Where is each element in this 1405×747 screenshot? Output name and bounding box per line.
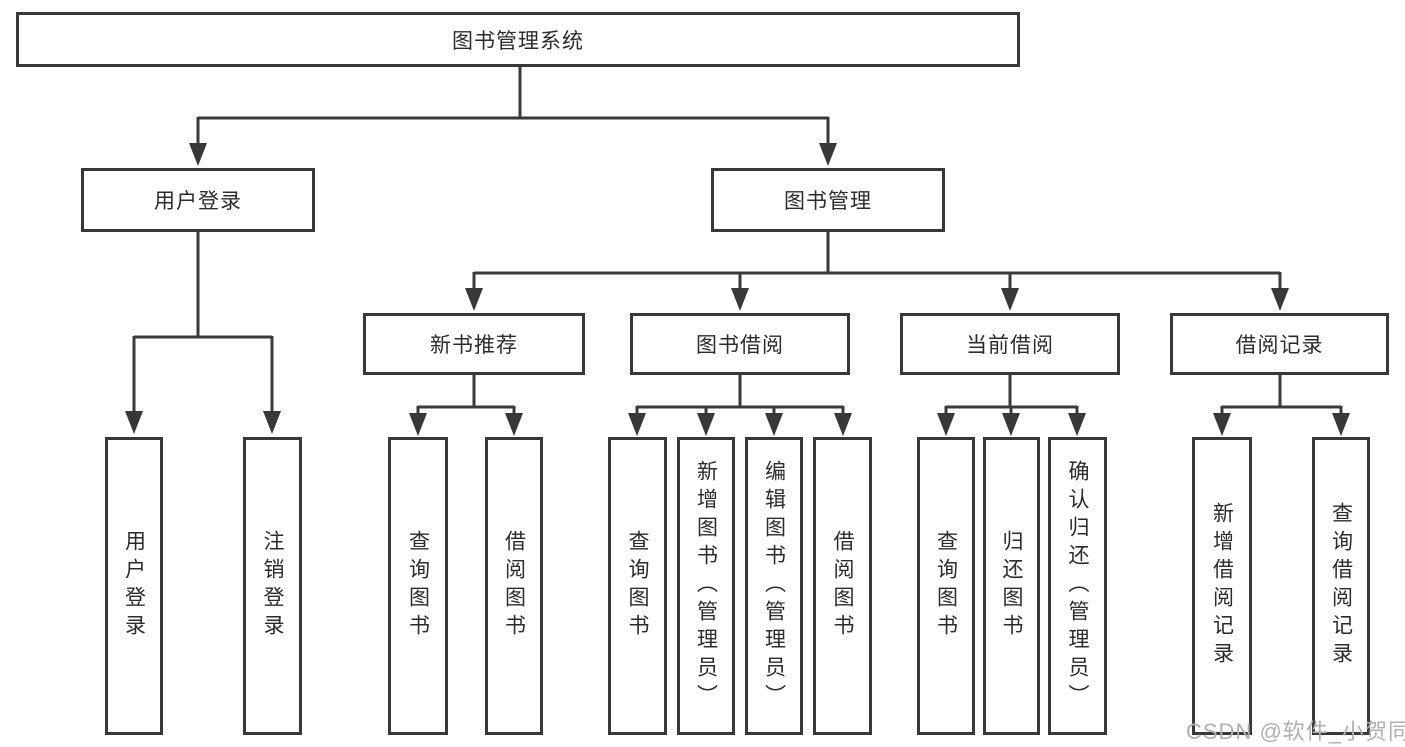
leaf-query-borrow-record: 查询借阅记录 [1312,437,1370,735]
node-user-login: 用户登录 [81,168,315,232]
leaf-add-books-admin: 新增图书（管理员） [677,437,735,735]
connector-book-borrow-to-leaves [635,375,845,414]
connector-root-to-level2 [196,67,830,145]
leaf-confirm-return-admin: 确认归还（管理员） [1048,437,1107,735]
leaf-return-books: 归还图书 [983,437,1040,735]
arrowheads-user-login-leaves [125,411,281,434]
connector-new-book-to-leaves [416,375,516,414]
node-book-management: 图书管理 [711,168,945,232]
node-borrowing-records: 借阅记录 [1170,313,1389,375]
connector-book-mgmt-to-level3 [472,232,1282,290]
leaf-edit-books-admin: 编辑图书（管理员） [745,437,803,735]
node-library-management-system: 图书管理系统 [16,12,1020,67]
arrowheads-level3 [465,288,1289,311]
arrowheads-level2 [189,143,837,166]
leaf-logout: 注销登录 [243,437,302,735]
arrowheads-leaves [409,413,1350,436]
connector-user-login-to-leaves [132,232,274,413]
leaf-user-login: 用户登录 [105,437,163,735]
csdn-watermark: CSDN @软件_小贺同学 [1186,719,1405,744]
leaf-query-books-borrowing: 查询图书 [608,437,667,735]
leaf-query-books-recommendation: 查询图书 [388,437,448,735]
connector-current-borrow-to-leaves [944,375,1079,414]
node-current-borrowing: 当前借阅 [900,313,1120,375]
leaf-borrow-books-borrowing: 借阅图书 [813,437,872,735]
leaf-query-books-current: 查询图书 [917,437,975,735]
node-new-book-recommendation: 新书推荐 [363,313,585,375]
leaf-add-borrow-record: 新增借阅记录 [1192,437,1252,735]
connector-records-to-leaves [1220,375,1343,414]
leaf-borrow-books-recommendation: 借阅图书 [485,437,543,735]
node-book-borrowing: 图书借阅 [630,313,850,375]
